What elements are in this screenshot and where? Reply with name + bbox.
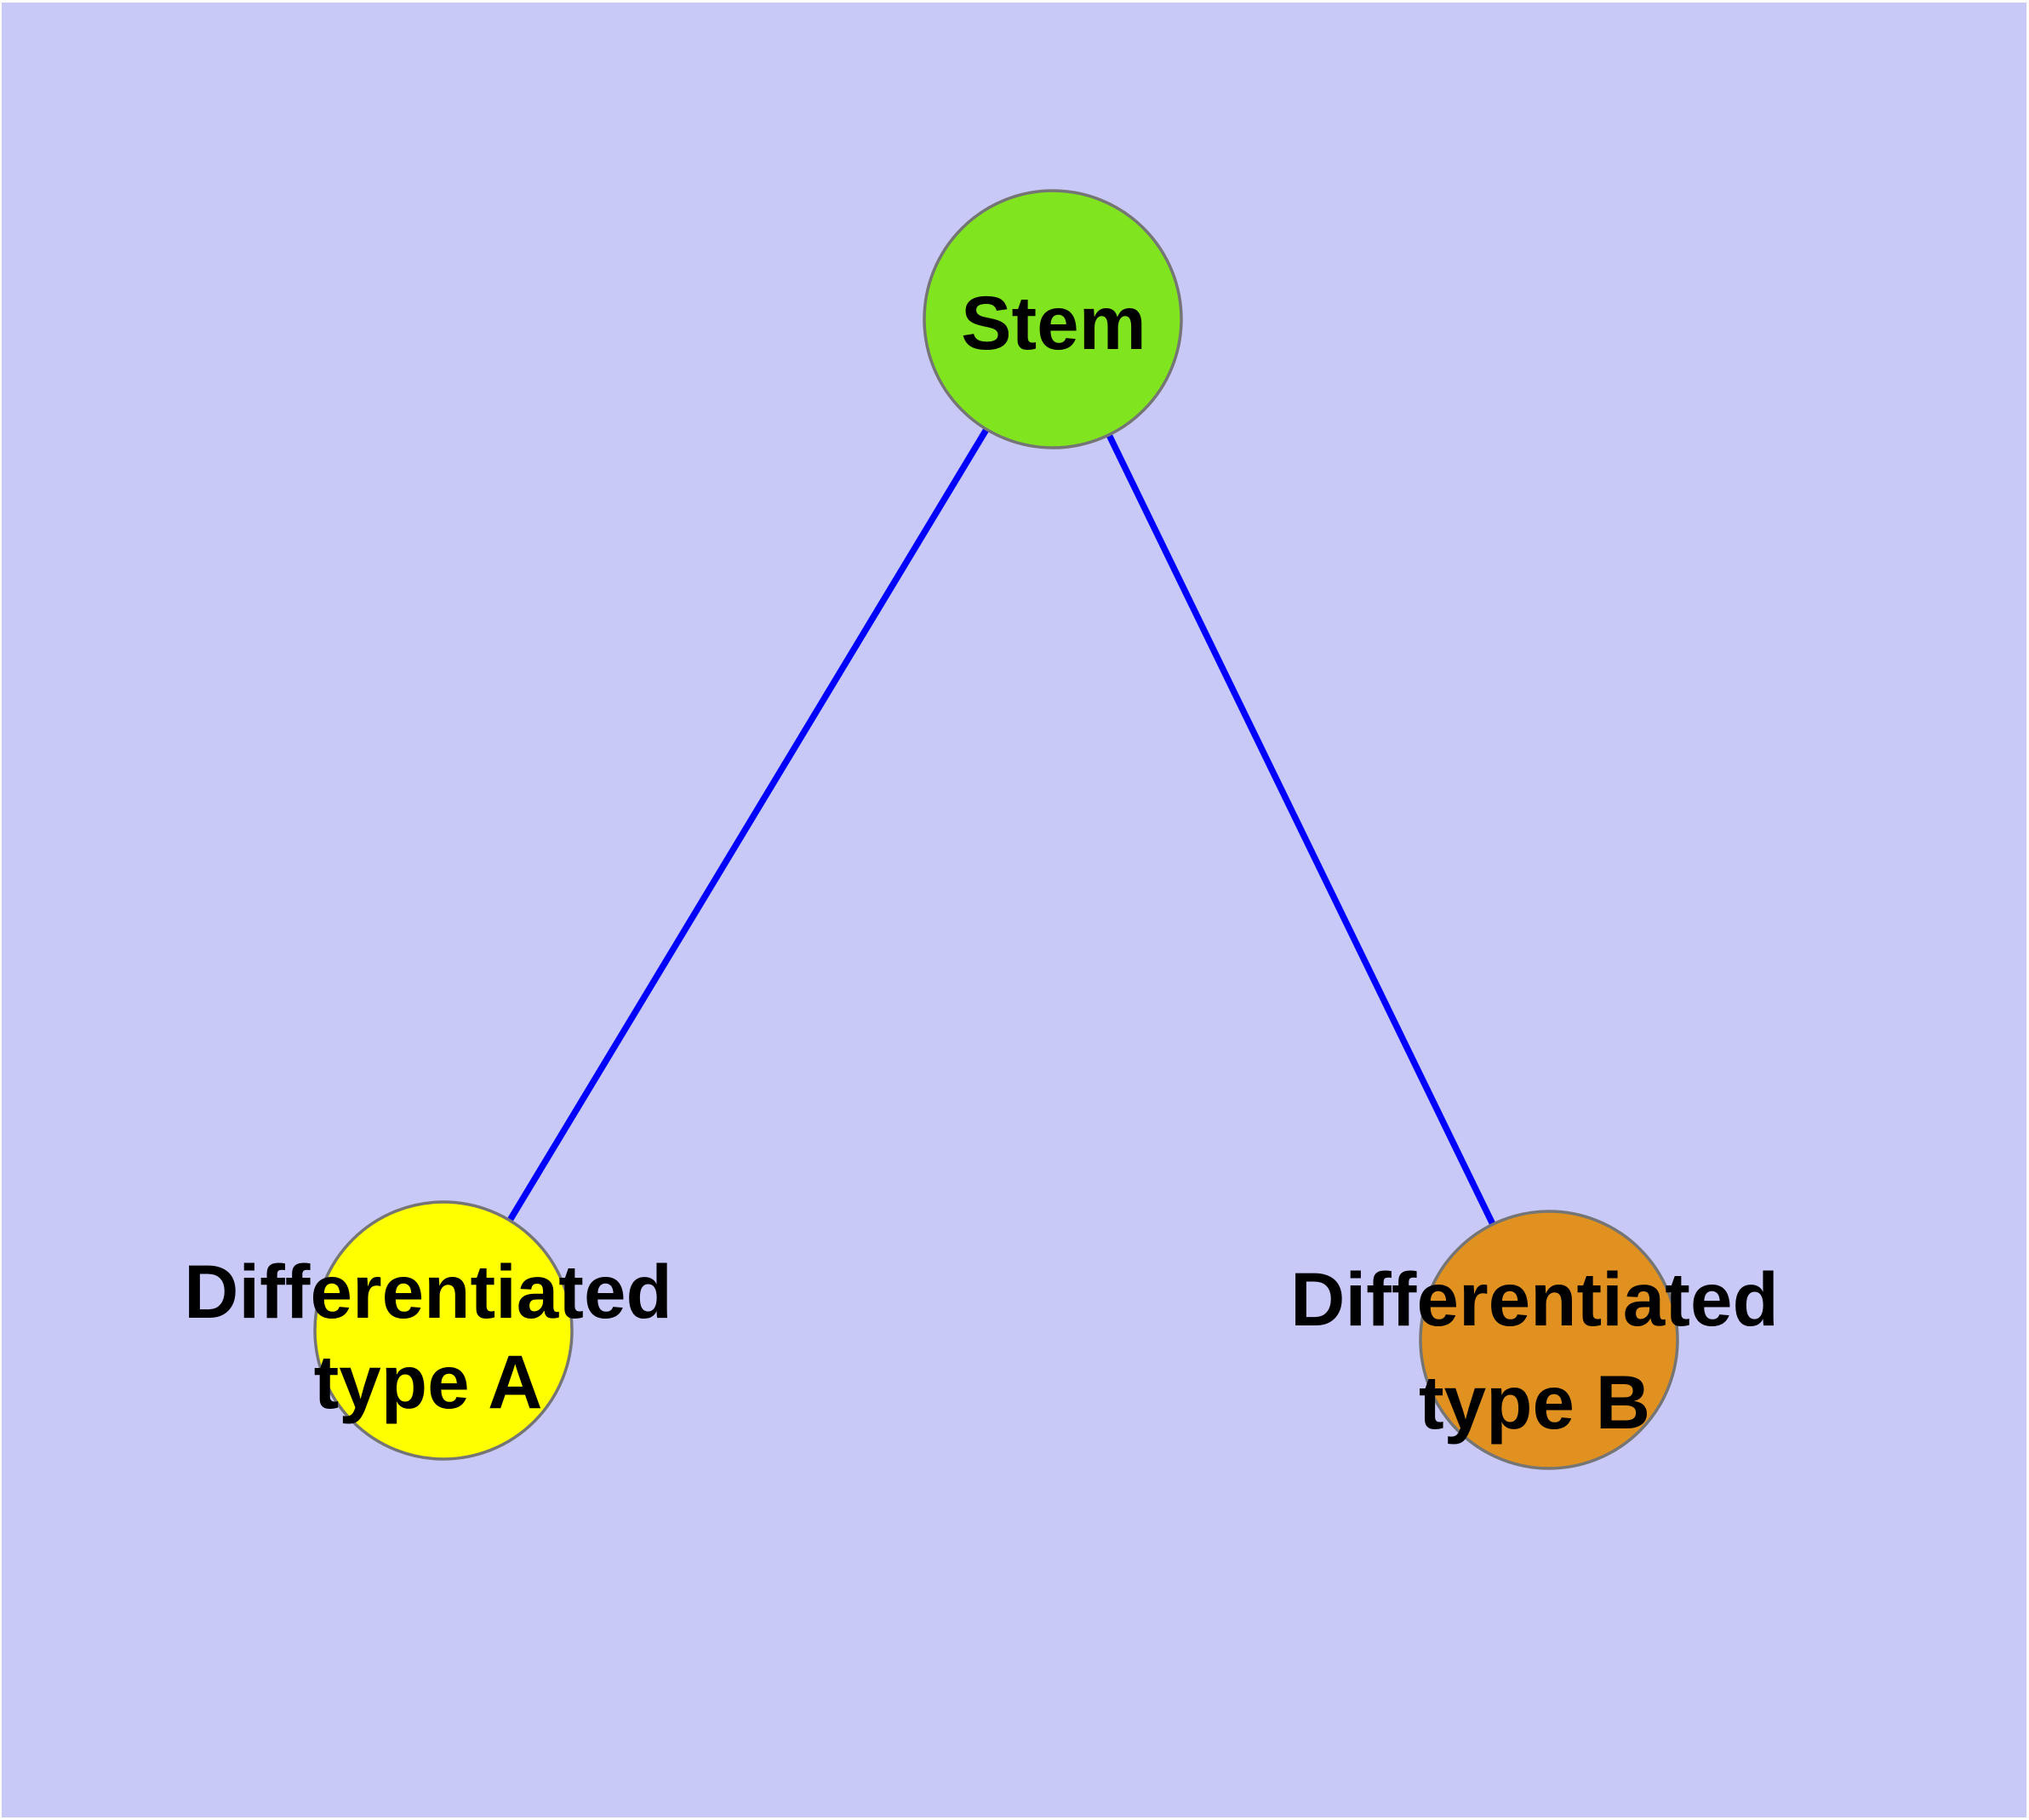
node-stem-circle [923,189,1183,449]
edge-stem-to-type-b [1049,318,1552,1342]
node-type-b-label-line1: Differentiated [1290,1256,1779,1342]
edge-stem-to-type-a [440,318,1056,1332]
node-type-b-circle [1419,1210,1679,1470]
node-stem-label: Stem [961,280,1146,365]
node-type-b-label-line2: type B [1419,1359,1650,1445]
node-type-a-circle [313,1200,574,1461]
node-type-a-label-line2: type A [314,1339,543,1424]
node-type-a: Differentiated type A [184,1200,672,1461]
node-stem: Stem [923,189,1183,449]
node-type-a-label-line1: Differentiated [184,1249,672,1334]
node-type-b: Differentiated type B [1290,1210,1779,1470]
